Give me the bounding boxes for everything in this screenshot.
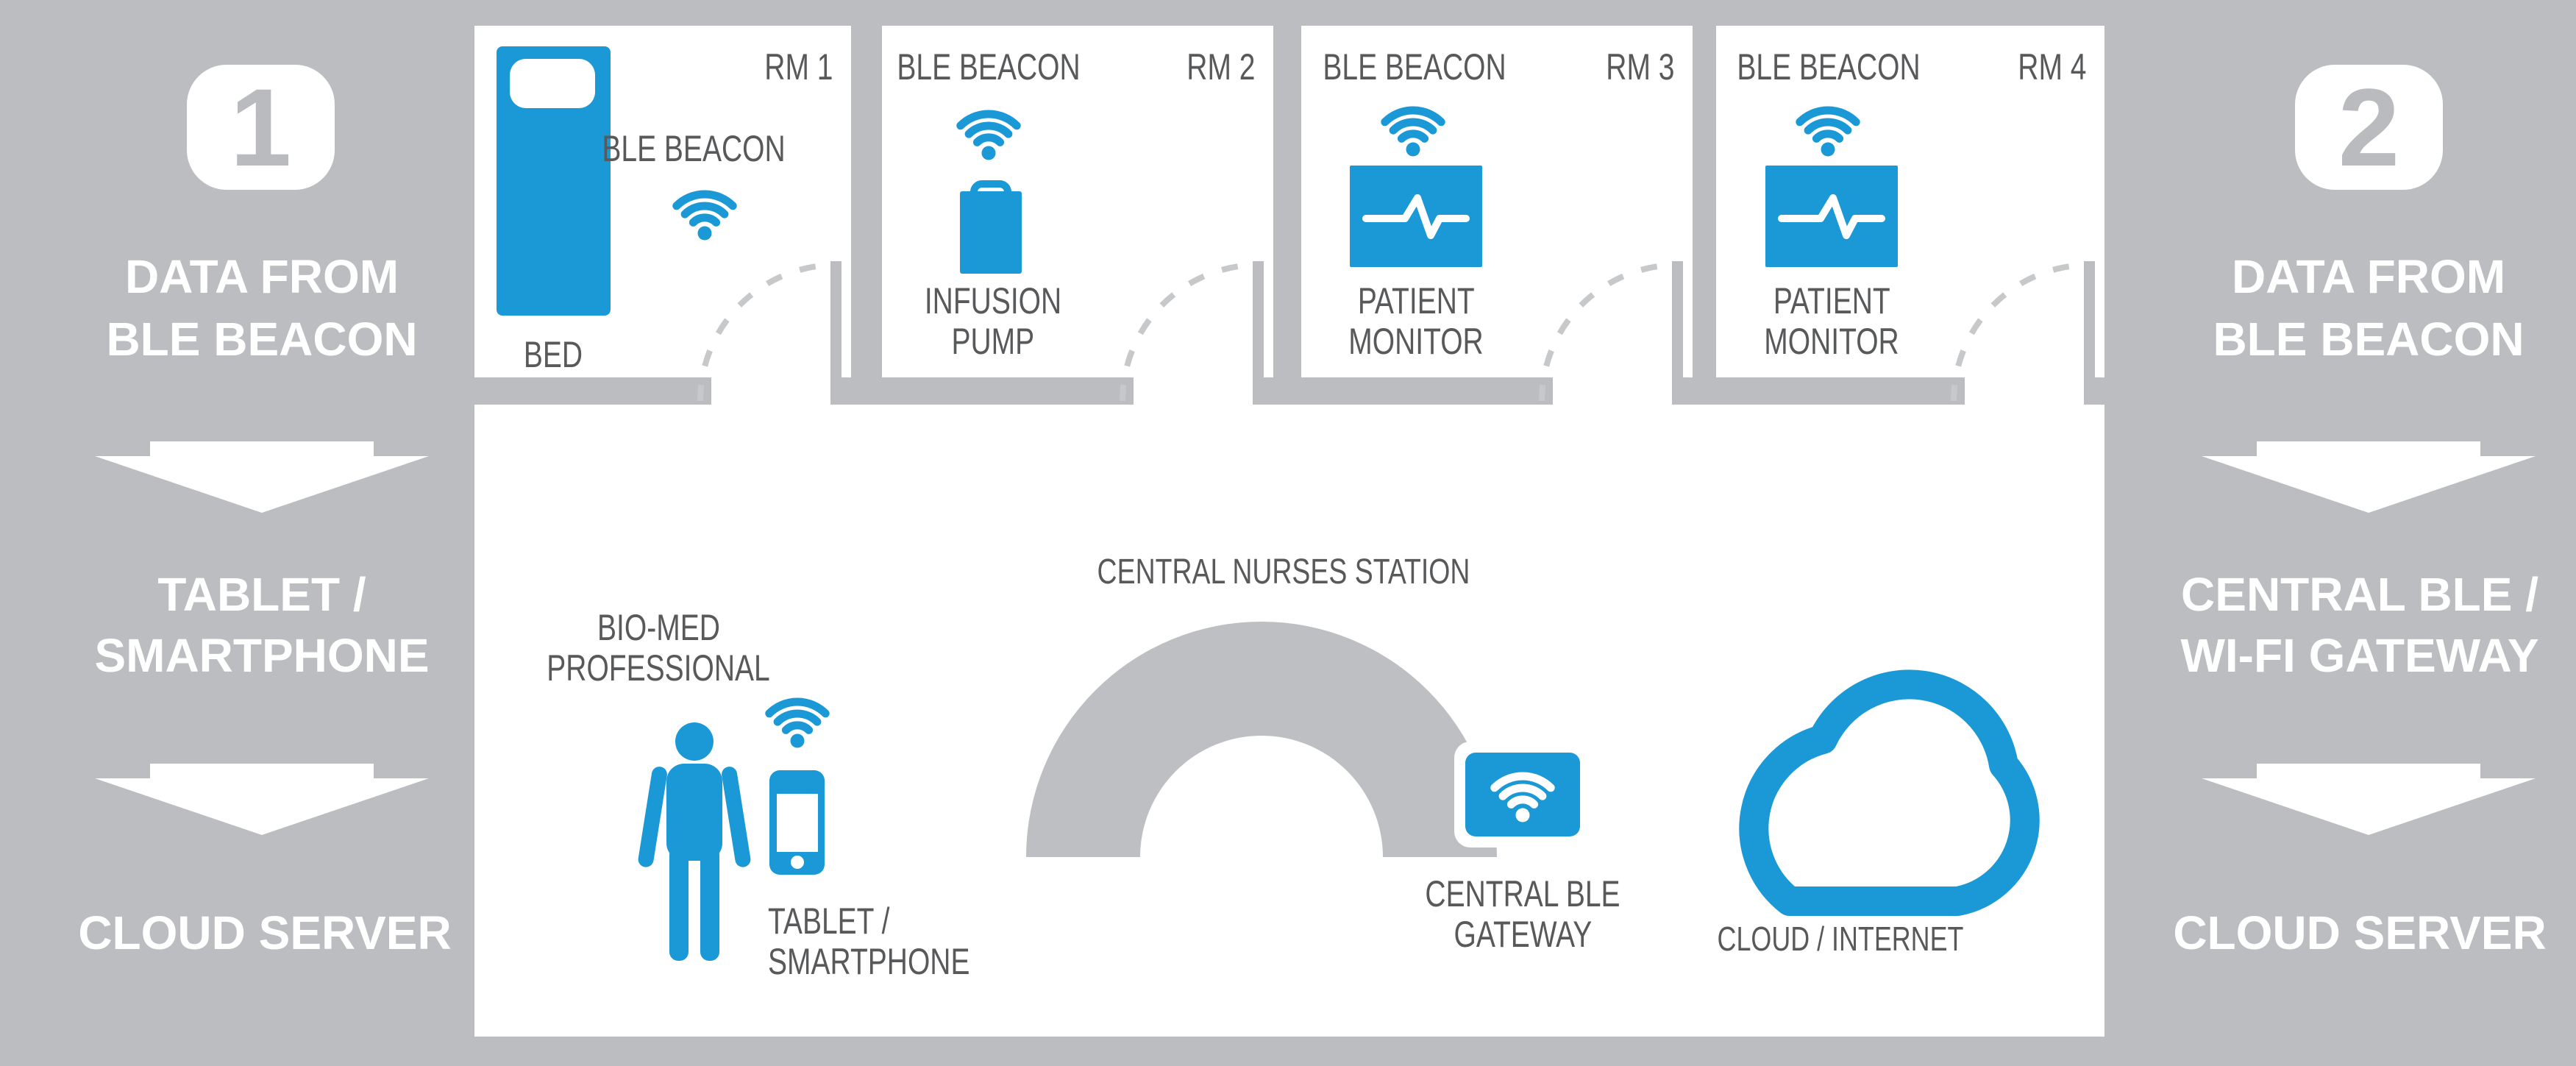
- badge-1-number: 1: [230, 65, 292, 189]
- patient-monitor-icon-rm4: [1765, 166, 1898, 267]
- down-arrow-icon-left-2: [95, 764, 429, 835]
- room-label-rm1: RM 1: [764, 46, 833, 88]
- door-leaf-rm4: [2084, 261, 2095, 405]
- device-label-rm2: INFUSION PUMP: [924, 280, 1062, 362]
- person-icon: [638, 722, 751, 961]
- badge-2: 2: [2295, 65, 2443, 190]
- tablet-label: TABLET / SMARTPHONE: [768, 900, 970, 982]
- badge-1: 1: [187, 65, 335, 190]
- smartphone-icon: [769, 770, 825, 875]
- door-opening-rm4: [1965, 377, 2084, 405]
- cloud-label: CLOUD / INTERNET: [1717, 920, 1964, 958]
- badge-2-number: 2: [2338, 65, 2400, 189]
- room-label-rm3: RM 3: [1605, 46, 1674, 88]
- beacon-label-rm4: BLE BEACON: [1737, 46, 1921, 88]
- beacon-label-rm2: BLE BEACON: [897, 46, 1081, 88]
- door-leaf-rm2: [1253, 261, 1264, 405]
- door-arc-rm4: [1951, 262, 2091, 402]
- room-rm2: [882, 26, 1273, 377]
- wifi-icon-rm1: [677, 194, 733, 241]
- down-arrow-icon-right-1: [2202, 441, 2536, 513]
- beacon-label-rm3: BLE BEACON: [1323, 46, 1506, 88]
- door-opening-rm2: [1134, 377, 1253, 405]
- device-label-rm3: PATIENT MONITOR: [1348, 280, 1484, 362]
- gateway-icon: [1454, 742, 1591, 848]
- down-arrow-icon-right-2: [2202, 764, 2536, 835]
- nurses-station-arch: [1026, 622, 1497, 857]
- gateway-label: CENTRAL BLE GATEWAY: [1425, 873, 1620, 955]
- wifi-icon-smartphone: [769, 702, 825, 748]
- beacon-label-rm1: BLE BEACON: [602, 128, 786, 169]
- door-opening-rm1: [711, 377, 830, 405]
- right-step1-line1: DATA FROM: [2231, 250, 2506, 303]
- door-arc-rm1: [697, 262, 837, 402]
- left-step2-line2: SMARTPHONE: [94, 629, 430, 682]
- patient-monitor-icon-rm3: [1350, 166, 1482, 267]
- right-step2-line2: WI-FI GATEWAY: [2180, 629, 2539, 682]
- infusion-pump-icon: [960, 180, 1022, 274]
- bed-icon: [497, 46, 611, 316]
- right-step3: CLOUD SERVER: [2173, 906, 2547, 959]
- nurses-station-label: CENTRAL NURSES STATION: [1097, 552, 1470, 591]
- door-arc-rm3: [1539, 262, 1679, 402]
- device-label-rm4: PATIENT MONITOR: [1764, 280, 1899, 362]
- left-step1-line2: BLE BEACON: [106, 313, 418, 366]
- room-label-rm4: RM 4: [2017, 46, 2086, 88]
- wifi-icon-rm2: [961, 114, 1017, 160]
- device-label-rm1: BED: [523, 334, 583, 375]
- right-step1-line2: BLE BEACON: [2213, 313, 2525, 366]
- room-label-rm2: RM 2: [1186, 46, 1255, 88]
- wifi-icon-rm4: [1800, 110, 1856, 157]
- left-step3: CLOUD SERVER: [78, 906, 452, 959]
- door-opening-rm3: [1553, 377, 1672, 405]
- down-arrow-icon-left-1: [95, 441, 429, 513]
- door-arc-rm2: [1120, 262, 1259, 402]
- left-step1-line1: DATA FROM: [124, 250, 399, 303]
- left-step2-line1: TABLET /: [157, 568, 366, 621]
- door-leaf-rm3: [1672, 261, 1683, 405]
- cloud-icon: [1739, 669, 2040, 916]
- biomed-label: BIO-MED PROFESSIONAL: [547, 607, 770, 689]
- right-step2-line1: CENTRAL BLE /: [2181, 568, 2538, 621]
- door-leaf-rm1: [830, 261, 842, 405]
- wifi-icon-rm3: [1385, 110, 1441, 157]
